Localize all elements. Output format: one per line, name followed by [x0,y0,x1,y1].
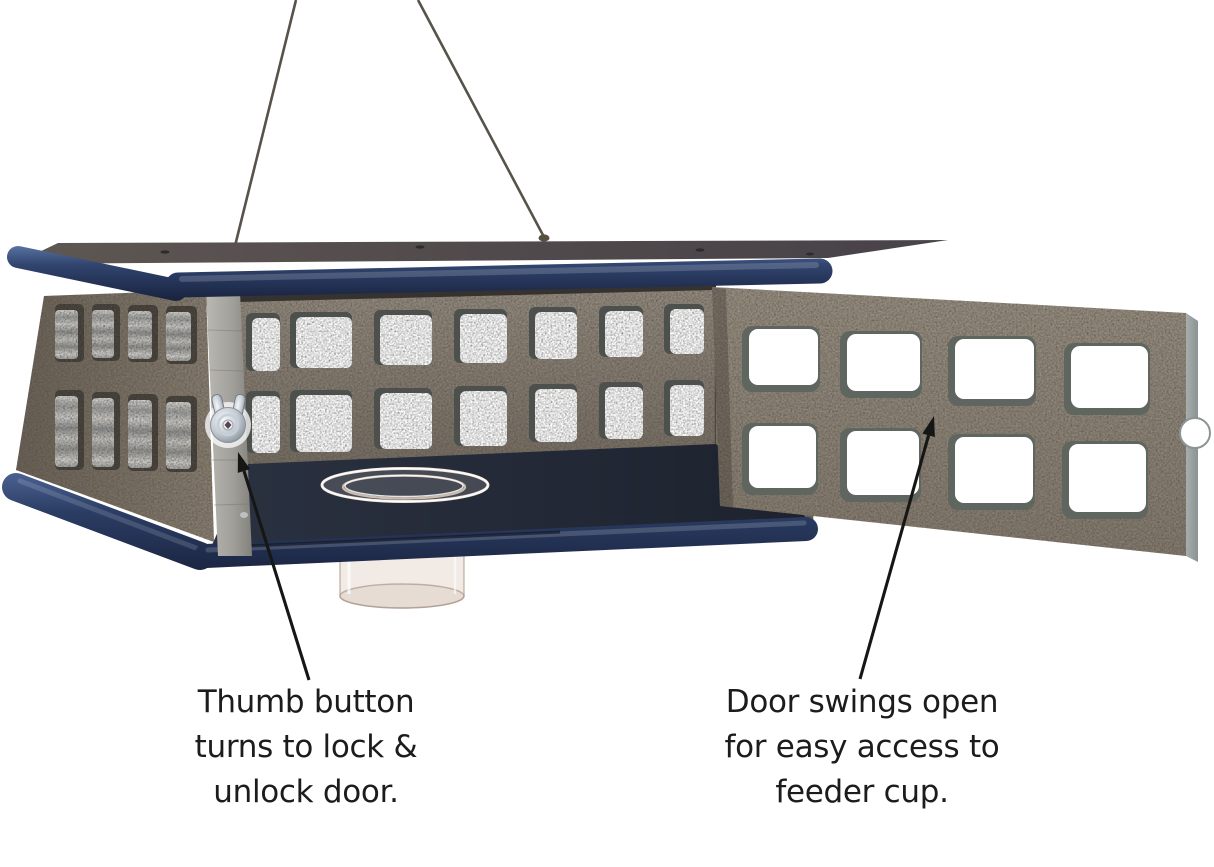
caption-thumb-button: Thumb button turns to lock & unlock door… [194,684,418,810]
hanging-wires [229,0,550,254]
feeder-cup-ring [320,467,490,503]
roof-front-trim [165,258,833,298]
right-arrow [858,416,935,680]
door-panel [712,287,1211,562]
wire-attachment-right [538,234,550,242]
left-arrow [237,452,311,681]
roof-left-trim [7,246,187,301]
left-wall-openings [55,304,197,472]
back-wall-panel [240,290,718,470]
roof [7,240,948,301]
roof-top-surface [14,240,948,264]
thumb-button-lock [205,393,251,448]
feeder-cup [339,547,465,609]
door-notch [1179,417,1211,449]
left-wall-panel [16,290,214,542]
door-openings [742,326,1150,519]
door-hinge-shadow [712,287,733,508]
caption-door: Door swings open for easy access to feed… [724,684,1000,810]
bottom-rails [2,473,818,570]
back-wall-openings [246,304,704,453]
callout-arrows [237,416,935,681]
